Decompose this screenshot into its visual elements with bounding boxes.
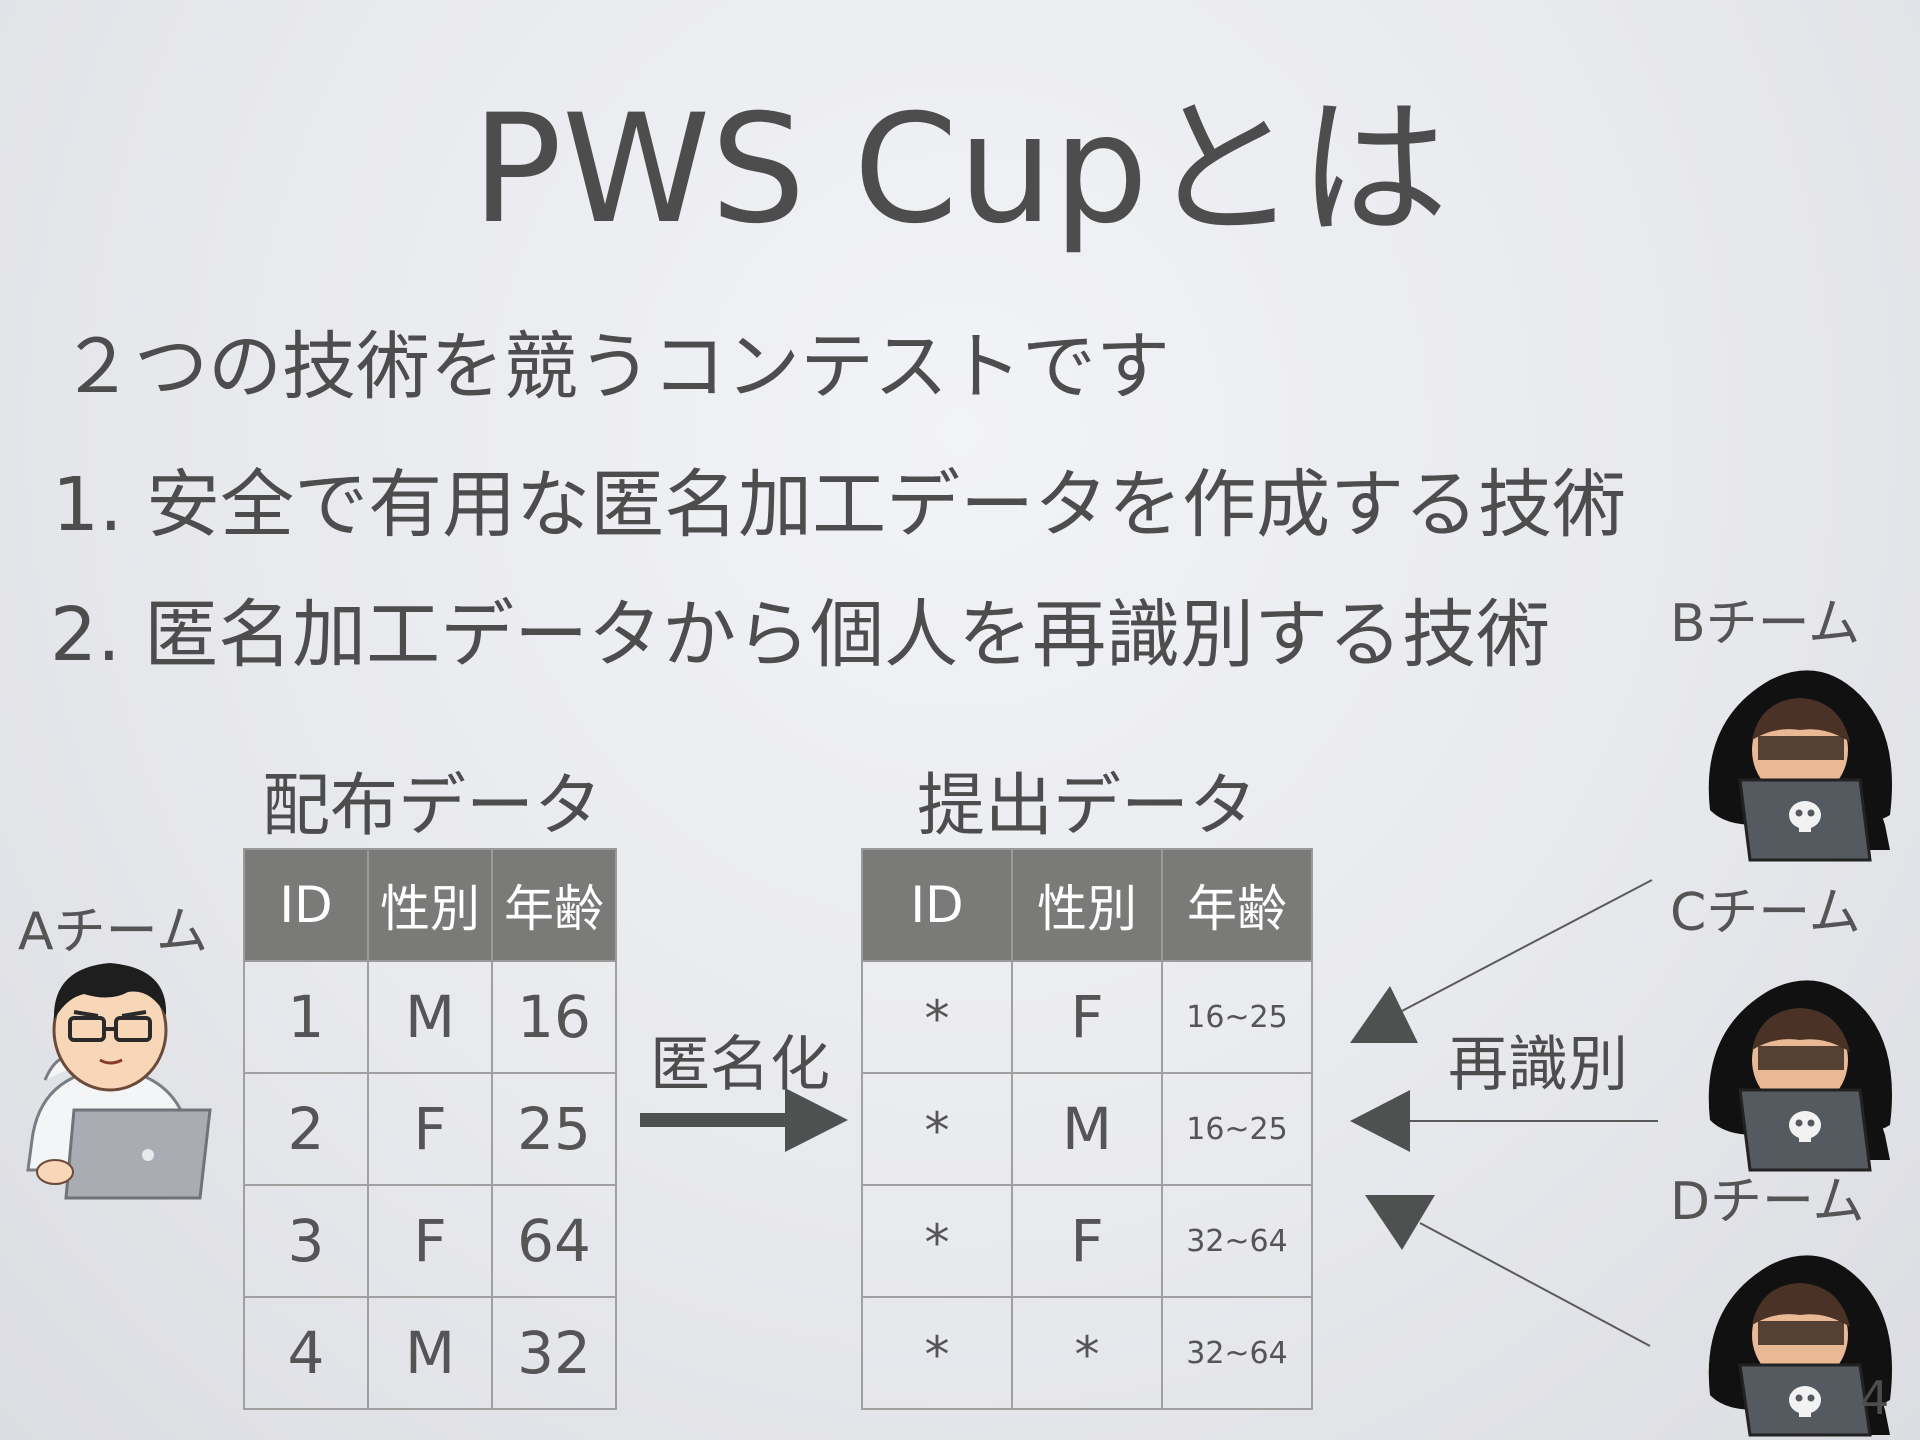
anonymize-label: 匿名化 (650, 1030, 830, 1100)
reidentify-arrow-from-d (1365, 1195, 1650, 1346)
reidentify-label: 再識別 (1448, 1030, 1628, 1100)
hooded-hacker-icon-c (1709, 980, 1892, 1170)
team-b-label: Bチーム (1670, 594, 1860, 654)
team-d-label: Dチーム (1670, 1172, 1864, 1232)
team-a-label: Aチーム (18, 902, 208, 962)
team-c-label: Cチーム (1670, 883, 1861, 943)
reidentify-arrow-from-b (1350, 880, 1652, 1043)
page-number: 4 (1860, 1370, 1889, 1426)
person-laptop-icon (28, 963, 210, 1198)
hooded-hacker-icon-b (1709, 670, 1892, 860)
